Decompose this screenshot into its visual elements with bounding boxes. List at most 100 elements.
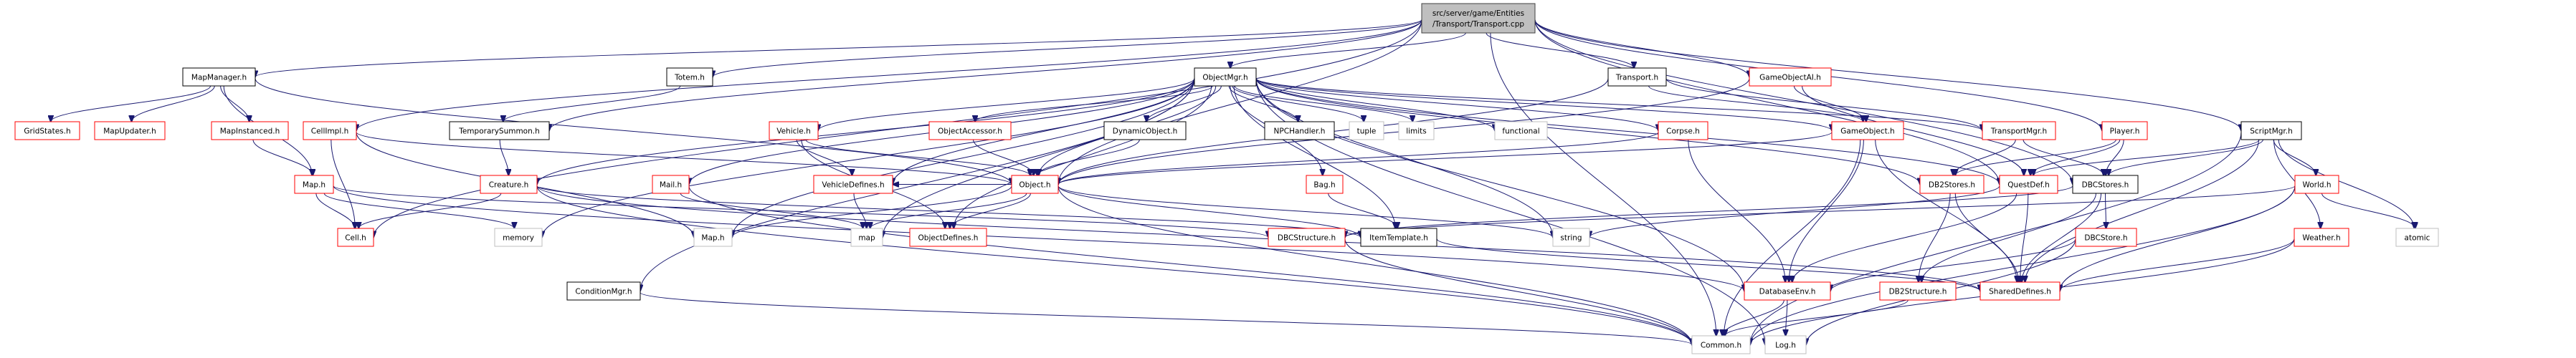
node-label: map — [858, 234, 875, 243]
node-Creature[interactable]: Creature.h — [480, 175, 538, 194]
node-DBCStores[interactable]: DBCStores.h — [2072, 175, 2139, 194]
nodes-layer: src/server/game/Entities/Transport/Trans… — [14, 3, 2439, 354]
edge-DBCStore-to-DatabaseEnv — [1830, 238, 2076, 291]
node-Weather[interactable]: Weather.h — [2294, 228, 2349, 247]
node-label: Totem.h — [674, 74, 705, 82]
edge-root-to-GameObjectAI — [1534, 19, 1749, 77]
node-label: DB2Structure.h — [1889, 288, 1947, 296]
node-label: Corpse.h — [1666, 127, 1700, 136]
node-label: MapInstanced.h — [220, 127, 280, 136]
node-box — [182, 67, 256, 87]
node-DynamicObject[interactable]: DynamicObject.h — [1103, 121, 1187, 140]
node-box — [94, 121, 166, 140]
node-label: Log.h — [1775, 342, 1796, 350]
node-tuple: tuple — [1349, 121, 1384, 140]
node-box — [294, 175, 334, 194]
node-Object[interactable]: Object.h — [1011, 175, 1059, 194]
node-label: memory — [503, 234, 534, 243]
node-root: src/server/game/Entities/Transport/Trans… — [1421, 3, 1536, 34]
edge-ObjectMgr-to-DynamicObject — [1146, 85, 1222, 122]
edge-ObjectMgr-to-ItemTemplate — [1233, 85, 1395, 228]
node-Transport[interactable]: Transport.h — [1607, 67, 1667, 87]
edge-QuestDef-to-string — [1589, 185, 2000, 238]
node-Bag[interactable]: Bag.h — [1306, 175, 1344, 194]
edge-root-to-QuestDef — [1534, 19, 2000, 185]
node-Totem[interactable]: Totem.h — [666, 67, 713, 87]
node-DatabaseEnv[interactable]: DatabaseEnv.h — [1744, 281, 1831, 301]
node-GridStates[interactable]: GridStates.h — [14, 121, 80, 140]
edge-Map-to-memory — [323, 193, 514, 228]
edge-World-to-Common — [1750, 185, 2296, 345]
node-label: ObjectAccessor.h — [938, 127, 1002, 136]
edge-Transport-to-GameObject — [1648, 85, 1863, 122]
edge-ObjectMgr-to-DB2Stores — [1255, 78, 1920, 185]
node-ItemTemplate[interactable]: ItemTemplate.h — [1360, 228, 1437, 247]
node-NPCHandler[interactable]: NPCHandler.h — [1264, 121, 1335, 140]
edge-DB2Structure-to-Common — [1725, 299, 1909, 336]
node-label: TransportMgr.h — [1990, 127, 2047, 136]
edge-ObjectMgr-to-NPCHandler — [1228, 85, 1298, 122]
node-DBCStore[interactable]: DBCStore.h — [2075, 228, 2137, 247]
node-MapExt: Map.h — [693, 228, 733, 247]
node-box — [2101, 121, 2148, 140]
node-box — [1552, 228, 1590, 247]
edge-root-to-TemporarySummon — [549, 19, 1422, 131]
node-label: World.h — [2302, 181, 2331, 190]
node-MapUpdater[interactable]: MapUpdater.h — [94, 121, 166, 140]
node-label: ObjectDefines.h — [918, 234, 979, 243]
node-box — [1494, 121, 1548, 140]
node-label: Object.h — [1019, 181, 1050, 190]
node-box — [1658, 121, 1708, 140]
node-GameObject[interactable]: GameObject.h — [1831, 121, 1904, 140]
edge-MapManager-to-MapUpdater — [131, 85, 215, 122]
node-ObjectAccessor[interactable]: ObjectAccessor.h — [928, 121, 1012, 140]
node-box — [337, 228, 374, 247]
edge-ScriptMgr-to-Common — [1750, 132, 2242, 345]
node-ObjectMgr[interactable]: ObjectMgr.h — [1194, 67, 1257, 87]
node-ObjectDefines[interactable]: ObjectDefines.h — [909, 228, 987, 247]
node-DBCStructure[interactable]: DBCStructure.h — [1268, 228, 1346, 247]
edge-root-to-ObjectMgr — [1230, 32, 1466, 68]
edge-root-to-ScriptMgr — [1534, 19, 2241, 131]
node-DB2Structure[interactable]: DB2Structure.h — [1879, 281, 1957, 301]
node-MapInstanced[interactable]: MapInstanced.h — [211, 121, 289, 140]
node-QuestDef[interactable]: QuestDef.h — [1999, 175, 2058, 194]
node-Cell[interactable]: Cell.h — [337, 228, 374, 247]
node-Player[interactable]: Player.h — [2101, 121, 2148, 140]
node-Map[interactable]: Map.h — [294, 175, 334, 194]
node-MapManager[interactable]: MapManager.h — [182, 67, 256, 87]
node-box — [693, 228, 733, 247]
node-ScriptMgr[interactable]: ScriptMgr.h — [2240, 121, 2302, 140]
node-Mail[interactable]: Mail.h — [652, 175, 690, 194]
edge-root-to-MapManager — [255, 19, 1422, 77]
node-ConditionMgr[interactable]: ConditionMgr.h — [566, 281, 641, 301]
node-box — [850, 228, 883, 247]
node-box — [1764, 335, 1807, 354]
node-Corpse[interactable]: Corpse.h — [1658, 121, 1708, 140]
node-Common: Common.h — [1691, 335, 1751, 354]
node-label: VehicleDefines.h — [822, 181, 884, 190]
node-TransportMgr[interactable]: TransportMgr.h — [1982, 121, 2056, 140]
node-World[interactable]: World.h — [2294, 175, 2339, 194]
node-VehicleDefines[interactable]: VehicleDefines.h — [813, 175, 893, 194]
edge-DatabaseEnv-to-Common — [1722, 299, 1784, 336]
node-box — [1979, 281, 2061, 301]
edge-ObjectMgr-to-tuple — [1232, 85, 1364, 122]
edge-ObjectMgr-to-string — [1255, 78, 1553, 238]
node-SharedDefines[interactable]: SharedDefines.h — [1979, 281, 2061, 301]
node-memory: memory — [494, 228, 543, 247]
node-GameObjectAI[interactable]: GameObjectAI.h — [1749, 67, 1832, 87]
node-box — [1011, 175, 1059, 194]
node-box — [1744, 281, 1831, 301]
node-CellImpl[interactable]: CellImpl.h — [303, 121, 357, 140]
edge-ObjectMgr-to-limits — [1234, 85, 1412, 122]
node-label: ConditionMgr.h — [575, 288, 632, 296]
node-label: Creature.h — [489, 181, 529, 190]
node-label: GameObject.h — [1840, 127, 1894, 136]
edge-Object-to-ItemTemplate — [1058, 185, 1361, 238]
node-TemporarySummon[interactable]: TemporarySummon.h — [449, 121, 550, 140]
node-DB2Stores[interactable]: DB2Stores.h — [1919, 175, 1985, 194]
node-Vehicle[interactable]: Vehicle.h — [769, 121, 819, 140]
node-label: MapManager.h — [191, 74, 247, 82]
